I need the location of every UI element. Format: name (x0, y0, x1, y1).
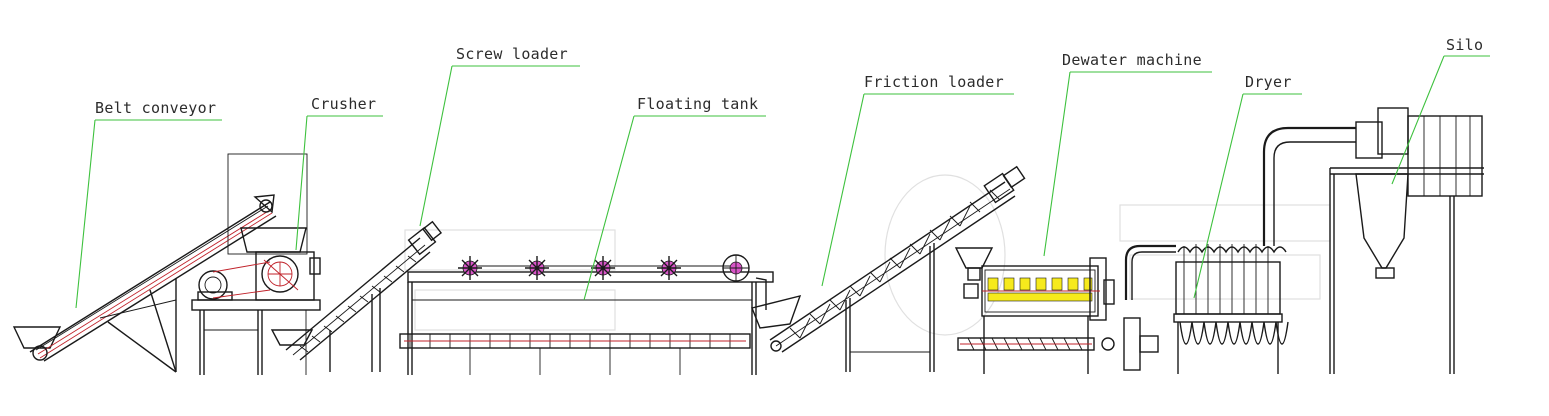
belt-conveyor (12, 194, 277, 373)
rotor-4 (657, 256, 681, 280)
friction-loader (751, 165, 1026, 372)
leader-lines (75, 55, 1490, 309)
labels: Belt conveyor Crusher Screw loader Float… (95, 36, 1483, 117)
dewater-paddles (987, 277, 1093, 302)
label-screw-loader: Screw loader (456, 45, 568, 63)
label-friction-loader: Friction loader (864, 73, 1004, 91)
label-crusher: Crusher (311, 95, 376, 113)
screw-loader (270, 220, 443, 372)
rotor-1 (458, 256, 482, 280)
dewater-machine (954, 247, 1159, 374)
label-silo: Silo (1446, 36, 1483, 54)
label-belt-conveyor: Belt conveyor (95, 99, 216, 117)
label-floating-tank: Floating tank (637, 95, 758, 113)
label-dryer: Dryer (1245, 73, 1292, 91)
rotor-5 (722, 254, 750, 282)
crusher (191, 153, 321, 375)
watermark (404, 174, 1331, 336)
rotor-3 (591, 256, 615, 280)
floating-tank (399, 254, 774, 375)
silo (1329, 107, 1484, 374)
label-dewater-machine: Dewater machine (1062, 51, 1202, 69)
dryer (1124, 126, 1356, 374)
rotor-2 (525, 256, 549, 280)
